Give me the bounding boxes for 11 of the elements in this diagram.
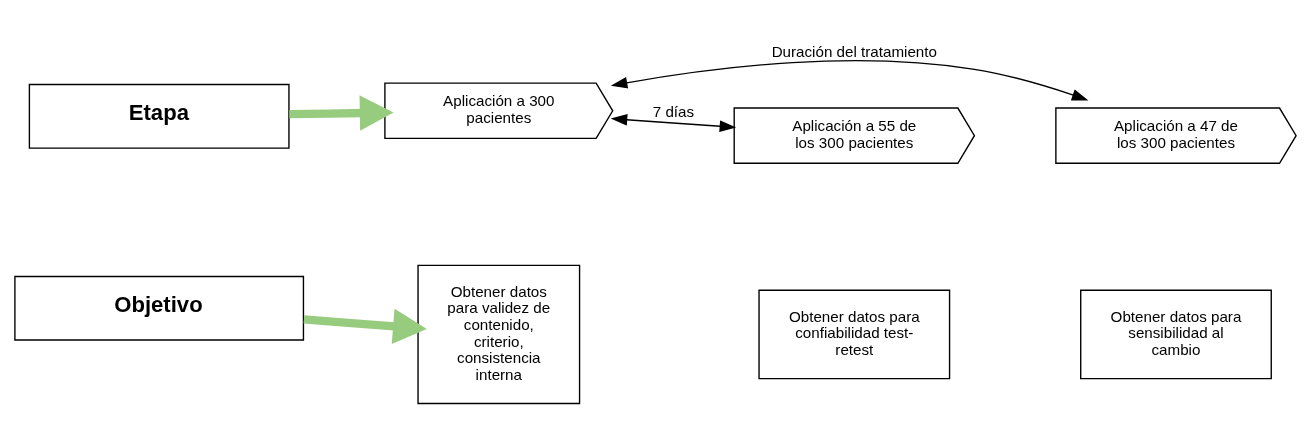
arrow [303, 308, 427, 344]
edge-label: 7 días [652, 103, 695, 121]
edge-label: Duración del tratamiento [771, 42, 937, 60]
node-box: Etapa [28, 83, 290, 149]
node-box: Obtener datos para sensibilidad al cambio [1080, 289, 1272, 380]
arrow [610, 113, 737, 133]
node-box: Objetivo [14, 275, 305, 341]
node-box: Obtener datos para validez de contenido, criterio, consistencia interna [417, 264, 581, 405]
arrow [610, 60, 1089, 101]
arrow [289, 95, 394, 131]
node-box: Obtener datos para confiabilidad test-retest [758, 289, 951, 380]
